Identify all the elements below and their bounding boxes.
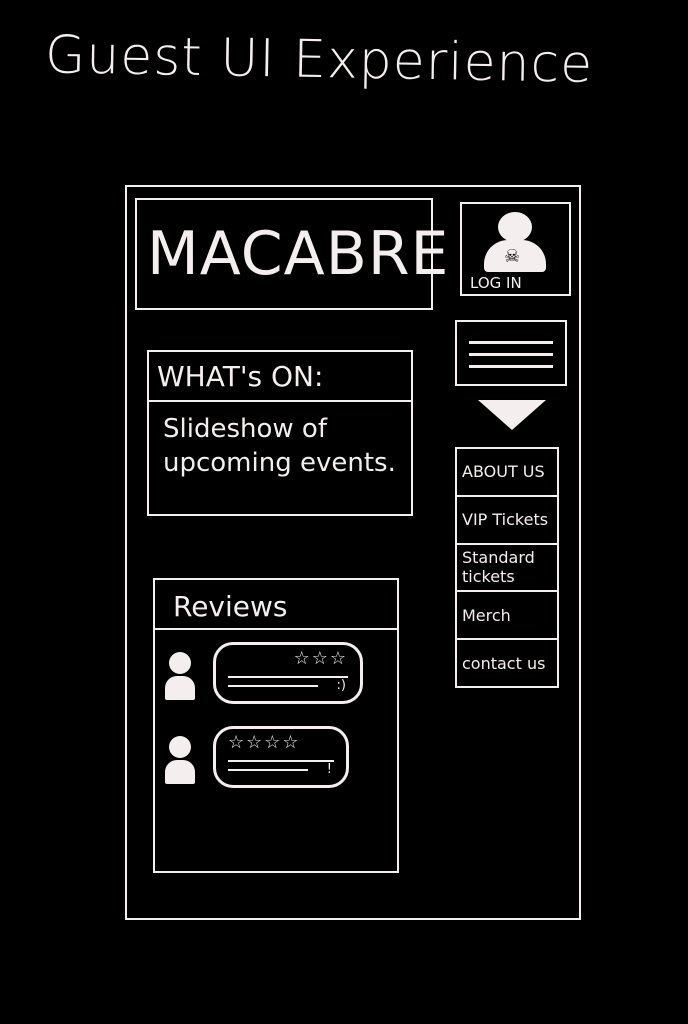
menu-item-contact-us[interactable]: contact us: [462, 653, 546, 673]
menu-item-merch[interactable]: Merch: [457, 592, 557, 641]
review-bubble: ☆☆☆☆ !: [213, 726, 349, 788]
triangle-down-icon: [478, 400, 546, 430]
skull-icon: ☠: [504, 246, 521, 267]
reviews-panel: Reviews ☆☆☆ :) ☆☆☆☆ !: [153, 578, 399, 873]
page-title: Guest UI Experience: [44, 25, 594, 95]
star-rating: ☆☆☆: [293, 648, 348, 669]
review-text: !: [326, 762, 332, 777]
menu-item-about-us[interactable]: ABOUT US: [457, 449, 557, 497]
review-bubble: ☆☆☆ :): [213, 642, 363, 704]
menu-item-standard-tickets[interactable]: Standard tickets: [457, 545, 557, 593]
avatar: [165, 652, 195, 700]
events-slideshow[interactable]: Slideshow of upcoming events.: [163, 414, 396, 478]
nav-menu: ABOUT US VIP Tickets Standard tickets Me…: [455, 447, 559, 688]
review-text: :): [336, 678, 346, 693]
review-item: ☆☆☆☆ !: [165, 726, 385, 796]
phone-frame: [125, 185, 581, 920]
whats-on-heading: WHAT's ON:: [149, 352, 411, 402]
menu-item-vip-tickets[interactable]: VIP Tickets: [457, 497, 557, 545]
reviews-heading: Reviews: [155, 580, 397, 630]
hamburger-icon[interactable]: [455, 320, 567, 386]
login-label: LOG IN: [470, 274, 522, 292]
avatar: [165, 736, 195, 784]
whats-on-panel: WHAT's ON: Slideshow of upcoming events.: [147, 350, 413, 516]
star-rating: ☆☆☆☆: [228, 732, 301, 753]
review-item: ☆☆☆ :): [165, 642, 385, 712]
user-icon-body: [484, 240, 546, 272]
logo[interactable]: MACABRE: [135, 198, 448, 310]
login-button[interactable]: ☠ LOG IN: [460, 202, 571, 296]
user-icon-head: [498, 212, 532, 242]
